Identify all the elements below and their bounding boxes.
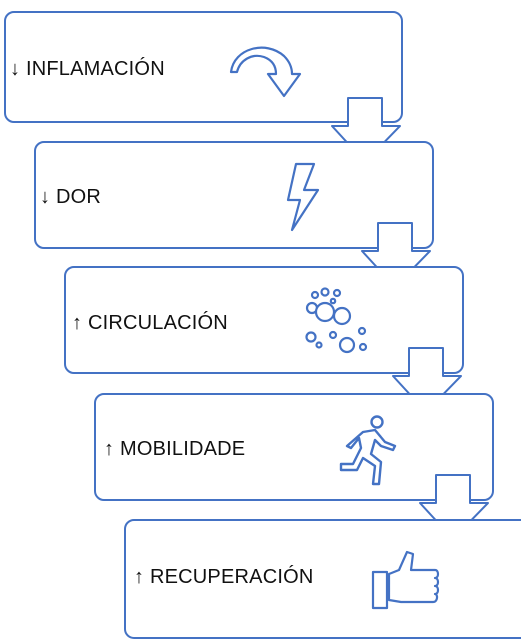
step-box-dor	[34, 141, 434, 249]
step-box-circulacion	[64, 266, 464, 374]
step-label-mobilidade: ↑ MOBILIDADE	[104, 438, 246, 460]
step-label-dor: ↓ DOR	[40, 186, 101, 208]
bubbles-icon	[305, 287, 368, 354]
thumbs-up-icon	[371, 550, 440, 610]
lightning-bolt-icon	[286, 162, 320, 232]
circular-arrow-icon	[229, 46, 302, 98]
step-label-recuperacion: ↑ RECUPERACIÓN	[134, 566, 314, 588]
running-person-icon	[339, 415, 397, 486]
step-box-mobilidade	[94, 393, 494, 501]
step-label-inflamacion: ↓ INFLAMACIÓN	[10, 58, 165, 80]
step-box-inflamacion	[4, 11, 403, 123]
step-label-circulacion: ↑ CIRCULACIÓN	[72, 312, 228, 334]
